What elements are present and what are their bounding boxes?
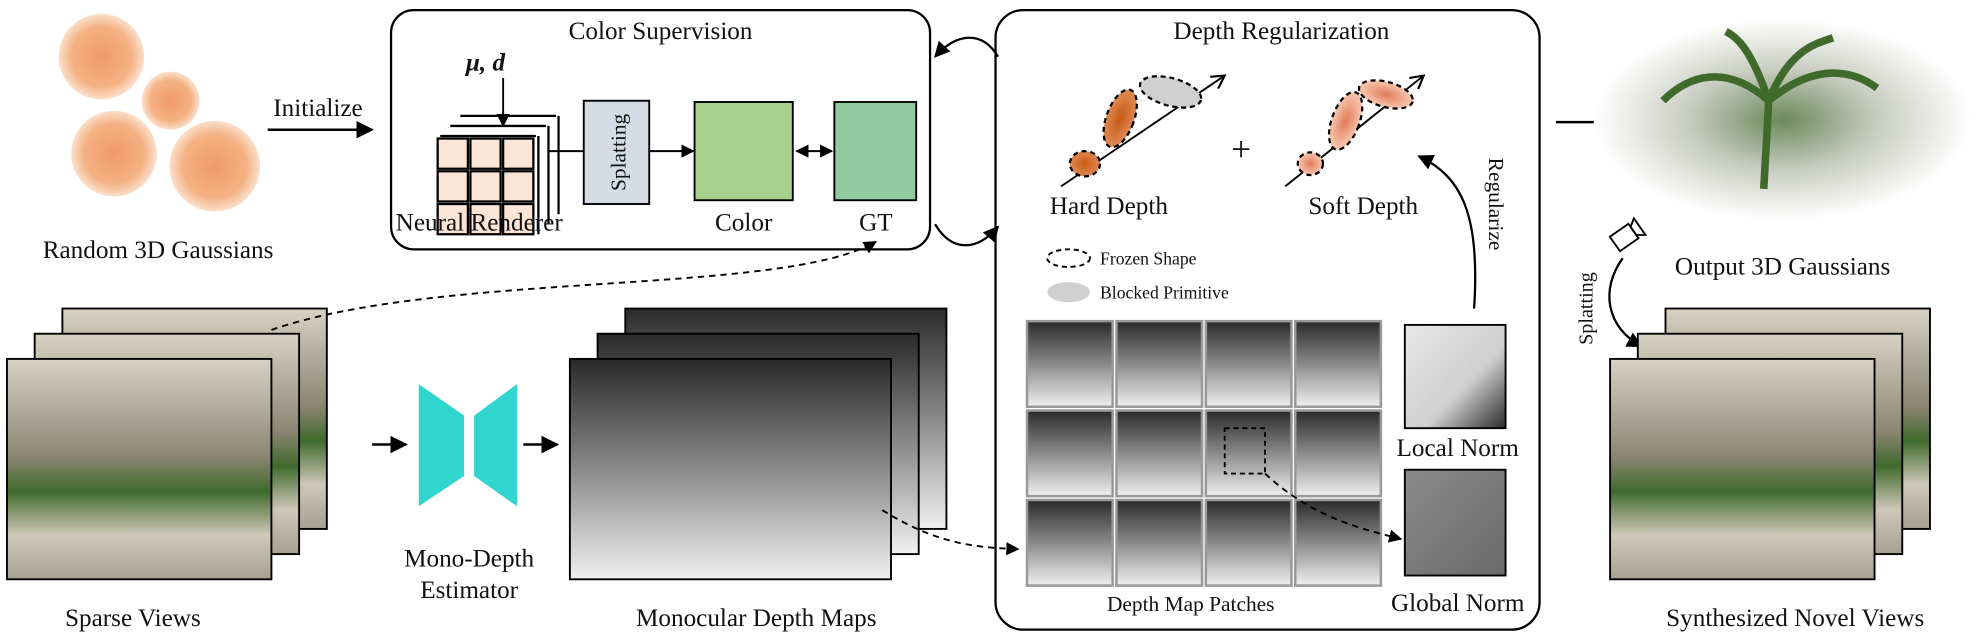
novel-views-stack xyxy=(1609,307,1931,581)
cube-cell xyxy=(436,137,470,170)
cube-cell xyxy=(469,202,502,236)
cube-cell xyxy=(469,170,502,203)
cube-cell xyxy=(469,137,502,170)
depth-patch xyxy=(1293,498,1383,587)
soft-depth-label: Soft Depth xyxy=(1308,193,1418,220)
hard-depth-primitives xyxy=(1060,74,1227,188)
neural-renderer-cube-icon xyxy=(436,114,560,236)
depth-to-patches-arrow xyxy=(881,509,1020,556)
plus-sign: + xyxy=(1231,130,1251,169)
patches-label: Depth Map Patches xyxy=(1107,592,1275,616)
mono-depth-estimator-icon xyxy=(418,384,517,507)
local-norm-label: Local Norm xyxy=(1397,435,1520,462)
global-norm-label: Global Norm xyxy=(1391,590,1525,617)
hard-depth-label: Hard Depth xyxy=(1050,193,1169,220)
splatting-arrow xyxy=(1608,257,1643,348)
local-norm-patch xyxy=(1403,323,1507,430)
estimator-label-line2: Estimator xyxy=(420,577,518,604)
cube-cell xyxy=(502,170,535,203)
color-label: Color xyxy=(715,209,773,236)
depth-maps-label: Monocular Depth Maps xyxy=(636,605,876,632)
regularize-arrow xyxy=(1417,155,1477,309)
depth-patch xyxy=(1204,319,1293,409)
depth-regularization-title: Depth Regularization xyxy=(1173,18,1389,45)
depth-patch xyxy=(1293,319,1383,409)
input-symbol: μ, d xyxy=(464,50,506,77)
splatting-arrow-label: Splatting xyxy=(1575,272,1597,345)
monocular-depth-stack xyxy=(568,307,948,581)
sparse-to-gt-arrow xyxy=(271,240,878,331)
depth-patch xyxy=(1025,409,1114,498)
sparse-view-image xyxy=(6,357,273,581)
legend-blocked-primitive: Blocked Primitive xyxy=(1100,282,1229,302)
regularize-label: Regularize xyxy=(1484,158,1508,251)
gt-label: GT xyxy=(859,209,893,236)
novel-views-label: Synthesized Novel Views xyxy=(1666,605,1924,632)
splatting-box xyxy=(582,99,651,205)
depth-patch xyxy=(1204,409,1293,498)
output-gaussians-label: Output 3D Gaussians xyxy=(1675,254,1890,281)
depth-patch xyxy=(1025,498,1114,587)
blocked-primitive-legend-icon xyxy=(1047,282,1090,303)
depth-patch xyxy=(1293,409,1383,498)
color-supervision-title: Color Supervision xyxy=(569,18,753,45)
novel-view-image xyxy=(1609,357,1876,581)
cube-cell xyxy=(502,202,535,236)
random-gaussians-label: Random 3D Gaussians xyxy=(43,237,274,264)
feedback-arrow-bottom xyxy=(934,223,1000,247)
global-norm-patch xyxy=(1403,468,1507,577)
depth-regularization-box xyxy=(994,8,1541,631)
cube-cell xyxy=(436,170,470,203)
random-gaussians xyxy=(58,13,261,212)
neural-renderer-label: Neural Renderer xyxy=(396,209,564,236)
depth-patch xyxy=(1115,498,1204,587)
color-box xyxy=(693,101,794,202)
frozen-shape-legend-icon xyxy=(1046,248,1091,268)
cube-cell xyxy=(436,202,470,236)
patch-to-global-arrow xyxy=(1264,472,1403,543)
depth-patch xyxy=(1204,498,1293,587)
gt-box xyxy=(833,101,918,202)
feedback-arrow-top xyxy=(934,36,1000,58)
sparse-views-label: Sparse Views xyxy=(65,605,201,632)
depth-patch xyxy=(1025,319,1114,409)
depth-patch xyxy=(1115,409,1204,498)
initialize-label: Initialize xyxy=(273,95,362,122)
color-supervision-box xyxy=(389,8,932,251)
depth-map-image xyxy=(568,357,892,581)
camera-icon xyxy=(1608,216,1648,253)
soft-depth-primitives xyxy=(1284,74,1426,188)
cube-cell xyxy=(502,137,535,170)
splatting-label: Splatting xyxy=(606,113,630,191)
legend-frozen-shape: Frozen Shape xyxy=(1100,248,1197,268)
sparse-views-stack xyxy=(6,307,328,581)
depth-patch xyxy=(1115,319,1204,409)
estimator-label-line1: Mono-Depth xyxy=(404,546,534,573)
depth-map-patches xyxy=(1025,319,1383,587)
output-gaussians-image xyxy=(1593,18,1972,221)
selected-patch-marker xyxy=(1223,427,1266,475)
